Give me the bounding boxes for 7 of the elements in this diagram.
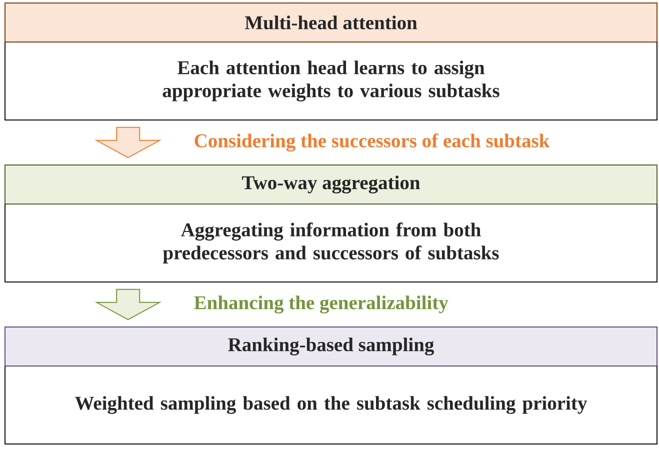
stage-box: Multi-head attention Each attention head learns to assign appropriate weights to various subtasks	[4, 2, 658, 120]
block-arrow	[94, 288, 162, 320]
edge-label: Considering the successors of each subtask	[194, 133, 550, 152]
block-arrow	[94, 126, 162, 158]
stage-box: Ranking-based sampling Weighted sampling based on the subtask scheduling priority	[4, 326, 658, 444]
stage-box: Two-way aggregation Aggregating information from both predecessors and successors of subtasks	[4, 164, 658, 282]
edge-label: Enhancing the generalizability	[194, 296, 448, 314]
